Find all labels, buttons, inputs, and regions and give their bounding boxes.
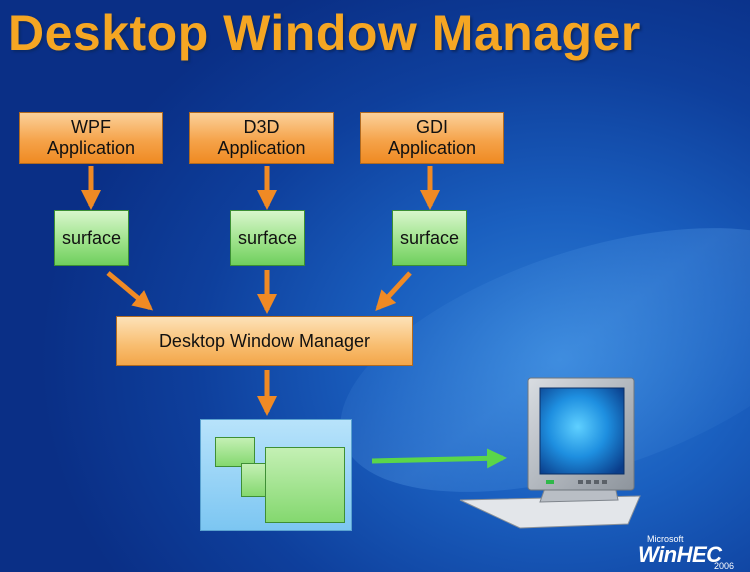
app-type: Application — [387, 138, 477, 158]
arrow-surface-gdi-to-dwm — [375, 271, 412, 311]
logo-microsoft: Microsoft — [647, 534, 684, 544]
surface-box-gdi: surface — [392, 210, 467, 266]
app-name: D3D — [243, 117, 280, 137]
app-name: GDI — [415, 117, 448, 137]
composed-window-large — [265, 447, 345, 523]
surface-label: surface — [399, 227, 460, 248]
surface-box-d3d: surface — [230, 210, 305, 266]
dwm-box: Desktop Window Manager — [116, 316, 413, 366]
slide-title: Desktop Window Manager — [8, 5, 641, 61]
composed-window-small — [215, 437, 255, 467]
app-name: WPF — [71, 117, 111, 137]
surface-label: surface — [237, 227, 298, 248]
monitor-icon — [459, 377, 641, 529]
app-type: Application — [217, 138, 306, 158]
dwm-label: Desktop Window Manager — [158, 330, 371, 351]
surface-label: surface — [61, 227, 122, 248]
surface-box-wpf: surface — [54, 210, 129, 266]
winhec-logo: Microsoft WinHEC 2006 — [636, 532, 746, 571]
app-type: Application — [46, 138, 136, 158]
arrow-surface-wpf-to-dwm — [106, 271, 154, 311]
arrow-desktop-to-monitor — [371, 448, 507, 469]
logo-year: 2006 — [714, 561, 735, 571]
logo-winhec: WinHEC — [638, 542, 722, 567]
composed-desktop — [200, 419, 352, 531]
